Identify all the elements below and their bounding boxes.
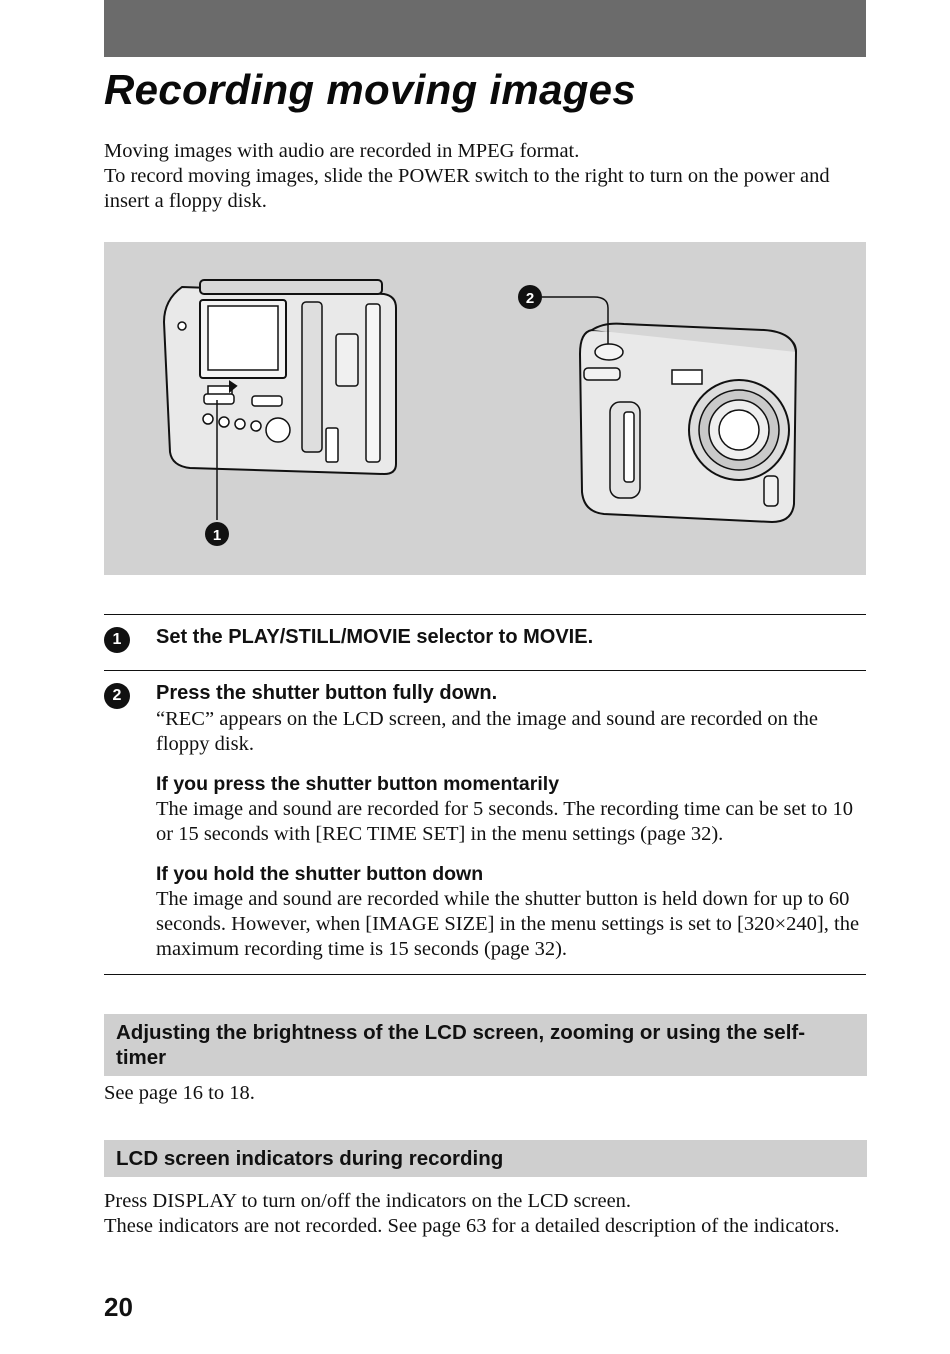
step-divider-middle bbox=[104, 670, 866, 671]
step-1-number: 1 bbox=[104, 627, 130, 653]
section-brightness-title: Adjusting the brightness of the LCD scre… bbox=[116, 1021, 806, 1069]
intro-line-2: To record moving images, slide the POWER… bbox=[104, 165, 830, 212]
note-hold-heading: If you hold the shutter button down bbox=[156, 863, 484, 885]
callout-2-label: 2 bbox=[526, 290, 534, 307]
step-divider-top bbox=[104, 614, 866, 615]
step-2-heading: Press the shutter button fully down. bbox=[156, 682, 498, 704]
callout-2-badge bbox=[518, 285, 542, 309]
section-indicators-title: LCD screen indicators during recording bbox=[116, 1147, 504, 1170]
note-momentary-heading: If you press the shutter button momentar… bbox=[156, 773, 560, 795]
page-number: 20 bbox=[104, 1292, 133, 1322]
section-indicators-text: Press DISPLAY to turn on/off the indicat… bbox=[104, 1189, 866, 1239]
camera-back-view bbox=[162, 279, 397, 476]
intro-line-1: Moving images with audio are recorded in… bbox=[104, 140, 580, 162]
camera-front-view bbox=[578, 322, 798, 524]
intro-paragraph: Moving images with audio are recorded in… bbox=[104, 139, 866, 214]
page-title: Recording moving images bbox=[104, 66, 637, 113]
step-2-description: “REC” appears on the LCD screen, and the… bbox=[156, 708, 819, 755]
section-indicators-line-1: Press DISPLAY to turn on/off the indicat… bbox=[104, 1190, 632, 1212]
header-bar bbox=[104, 0, 866, 57]
note-hold-text: The image and sound are recorded while t… bbox=[156, 888, 860, 960]
section-indicators-line-2: These indicators are not recorded. See p… bbox=[104, 1215, 840, 1237]
camera-illustration: 1 2 bbox=[104, 242, 866, 575]
step-1-heading: Set the PLAY/STILL/MOVIE selector to MOV… bbox=[156, 626, 594, 648]
section-brightness-text: See page 16 to 18. bbox=[104, 1082, 255, 1104]
step-2-number: 2 bbox=[104, 683, 130, 709]
callout-1-badge bbox=[205, 522, 229, 546]
note-momentary-text: The image and sound are recorded for 5 s… bbox=[156, 798, 853, 845]
camera-illustration-svg: 1 2 bbox=[162, 279, 798, 546]
callout-1-label: 1 bbox=[213, 527, 221, 544]
step-divider-bottom bbox=[104, 974, 866, 975]
section-indicators-bar: LCD screen indicators during recording bbox=[104, 1140, 867, 1177]
section-brightness-bar: Adjusting the brightness of the LCD scre… bbox=[104, 1014, 867, 1076]
